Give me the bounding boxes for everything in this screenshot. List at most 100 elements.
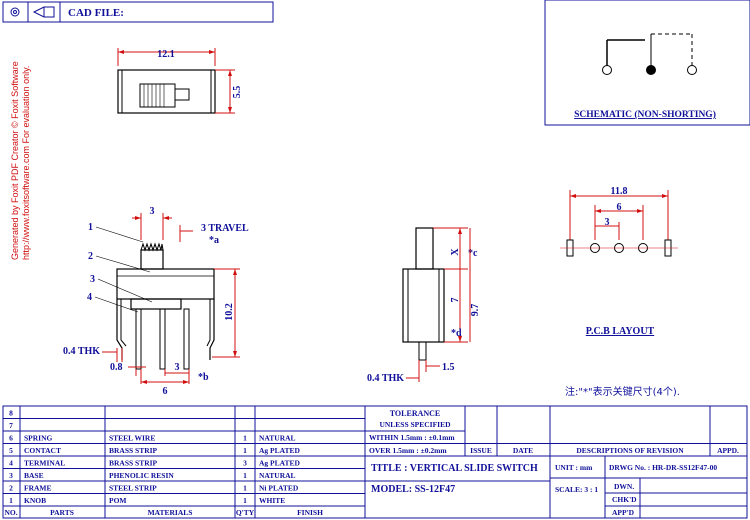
bom-cell-part: FRAME <box>24 484 52 493</box>
projection-symbol-icon <box>10 6 55 18</box>
bom-cell-part: CONTACT <box>24 446 61 455</box>
front-pin-2 <box>159 308 166 370</box>
tolerance-subtitle: UNLESS SPECIFIED <box>379 420 451 429</box>
bom-cell-finish: WHITE <box>259 496 285 505</box>
title-block-model: MODEL: SS-12F47 <box>371 484 455 495</box>
front-dim-3: 3 <box>175 362 180 373</box>
title-block: TITLE : VERTICAL SLIDE SWITCH MODEL: SS-… <box>364 455 748 519</box>
front-pin-3 <box>183 308 190 370</box>
tolerance-over: OVER 1.5mm : ±0.2mm <box>369 446 447 455</box>
bom-cell-no: 4 <box>9 459 13 468</box>
bom-cell-no: 8 <box>9 409 13 418</box>
title-block-title: TITLE : VERTICAL SLIDE SWITCH <box>371 463 538 474</box>
bom-cell-qty: 1 <box>243 484 247 493</box>
bom-cell-qty: 1 <box>243 496 247 505</box>
bom-cell-material: BRASS STRIP <box>109 446 158 455</box>
front-travel: 3 TRAVEL <box>201 223 249 234</box>
title-block-scale: SCALE: 3 : 1 <box>555 485 598 494</box>
revision-block: ISSUE DATE DESCRIPTIONS OF REVISION APPD… <box>464 405 748 457</box>
bom-cell-qty: 1 <box>243 471 247 480</box>
bom-cell-no: 2 <box>9 484 13 493</box>
bom-cell-finish: Ag PLATED <box>259 459 300 468</box>
top-view: 12.1 5.5 <box>117 48 243 114</box>
side-ref-d: *d <box>451 328 462 339</box>
bom-cell-no: 1 <box>9 496 13 505</box>
bom-cell-finish: NATURAL <box>259 434 296 443</box>
tolerance-block: TOLERANCE UNLESS SPECIFIED WITHIN 1.5mm … <box>364 405 466 457</box>
title-block-unit: UNIT : mm <box>555 463 593 472</box>
tolerance-title: TOLERANCE <box>390 409 441 418</box>
schematic-terminal-common <box>646 65 656 75</box>
watermark-line2: http://www.foxitsoftware.com For evaluat… <box>21 66 31 260</box>
bom-header-parts: PARTS <box>50 508 74 517</box>
bom-cell-part: TERMINAL <box>24 459 65 468</box>
front-travel-ref: *a <box>209 235 219 246</box>
bom-cell-no: 3 <box>9 471 13 480</box>
revision-appd: APPD. <box>717 446 739 455</box>
bom-header-qty: Q'TY <box>236 508 255 517</box>
bom-cell-finish: NATURAL <box>259 471 296 480</box>
schematic-panel: SCHEMATIC (NON-SHORTING) <box>544 0 750 126</box>
cad-file-label: CAD FILE: <box>68 7 124 19</box>
title-block-appd: APP'D <box>612 508 635 517</box>
bom-cell-material: STEEL STRIP <box>109 484 157 493</box>
top-width-dim: 12.1 <box>157 49 175 60</box>
bom-cell-qty: 3 <box>243 459 247 468</box>
bom-cell-no: 7 <box>9 421 13 430</box>
schematic-title: SCHEMATIC (NON-SHORTING) <box>574 109 716 120</box>
bom-cell-qty: 1 <box>243 446 247 455</box>
pcb-dim-3: 3 <box>605 217 610 228</box>
pcb-title: P.C.B LAYOUT <box>586 326 655 337</box>
bom-cell-material: PHENOLIC RESIN <box>109 471 174 480</box>
front-ref-b: *b <box>198 372 209 383</box>
top-height-dim: 5.5 <box>232 86 243 99</box>
front-view: 1 2 3 4 3 3 TRAVEL *a 10.2 0.4 THK <box>63 206 249 397</box>
header-block: CAD FILE: <box>2 1 274 23</box>
title-block-drwg: DRWG No. : HR-DR-SS12F47-00 <box>609 463 717 472</box>
callout-2: 2 <box>88 251 93 262</box>
front-height-dim: 10.2 <box>224 303 235 321</box>
callout-1: 1 <box>88 222 93 233</box>
bom-cell-finish: Ni PLATED <box>259 484 299 493</box>
front-dim-6: 6 <box>163 386 168 397</box>
bom-cell-part: BASE <box>24 471 44 480</box>
watermark: Generated by Foxit PDF Creator © Foxit S… <box>10 61 31 260</box>
schematic-terminal-3 <box>687 65 697 75</box>
tolerance-within: WITHIN 1.5mm : ±0.1mm <box>369 433 455 442</box>
bom-cell-no: 5 <box>9 446 13 455</box>
schematic-terminal-1 <box>602 65 612 75</box>
callout-4: 4 <box>87 292 92 303</box>
side-ref-c: *c <box>468 248 478 259</box>
title-block-dwn: DWN. <box>614 482 634 491</box>
side-view: X *c 7 9.7 *d 0.4 THK 1.5 <box>367 227 481 384</box>
side-dim-97: 9.7 <box>470 304 481 317</box>
callout-3: 3 <box>90 274 95 285</box>
bom-cell-finish: Ag PLATED <box>259 446 300 455</box>
side-dim-7: 7 <box>450 298 461 303</box>
bom-cell-material: STEEL WIRE <box>109 434 155 443</box>
front-pin-1 <box>135 308 142 370</box>
bom-cell-qty: 1 <box>243 434 247 443</box>
front-actuator-dim: 3 <box>150 206 155 217</box>
bom-cell-part: SPRING <box>24 434 53 443</box>
bom-cell-part: KNOB <box>24 496 46 505</box>
front-dim-08: 0.8 <box>110 362 123 373</box>
revision-date: DATE <box>513 446 533 455</box>
top-knob <box>139 83 176 108</box>
side-thk: 0.4 THK <box>367 373 404 384</box>
bom-header-materials: MATERIALS <box>148 508 193 517</box>
bom-cell-material: POM <box>109 496 127 505</box>
side-dim-15: 1.5 <box>442 362 455 373</box>
pcb-layout: 11.8 6 3 P.C.B LAYOUT <box>560 186 678 337</box>
pcb-dim-6: 6 <box>617 202 622 213</box>
side-x-label: X <box>450 248 461 256</box>
front-thk: 0.4 THK <box>63 346 100 357</box>
watermark-line1: Generated by Foxit PDF Creator © Foxit S… <box>10 61 20 260</box>
key-dimension-note: 注:"*"表示关键尺寸(4个). <box>565 385 680 398</box>
bom-header-no: NO. <box>4 508 17 517</box>
revision-desc: DESCRIPTIONS OF REVISION <box>576 446 684 455</box>
revision-issue: ISSUE <box>470 446 492 455</box>
title-block-chkd: CHK'D <box>612 495 637 504</box>
